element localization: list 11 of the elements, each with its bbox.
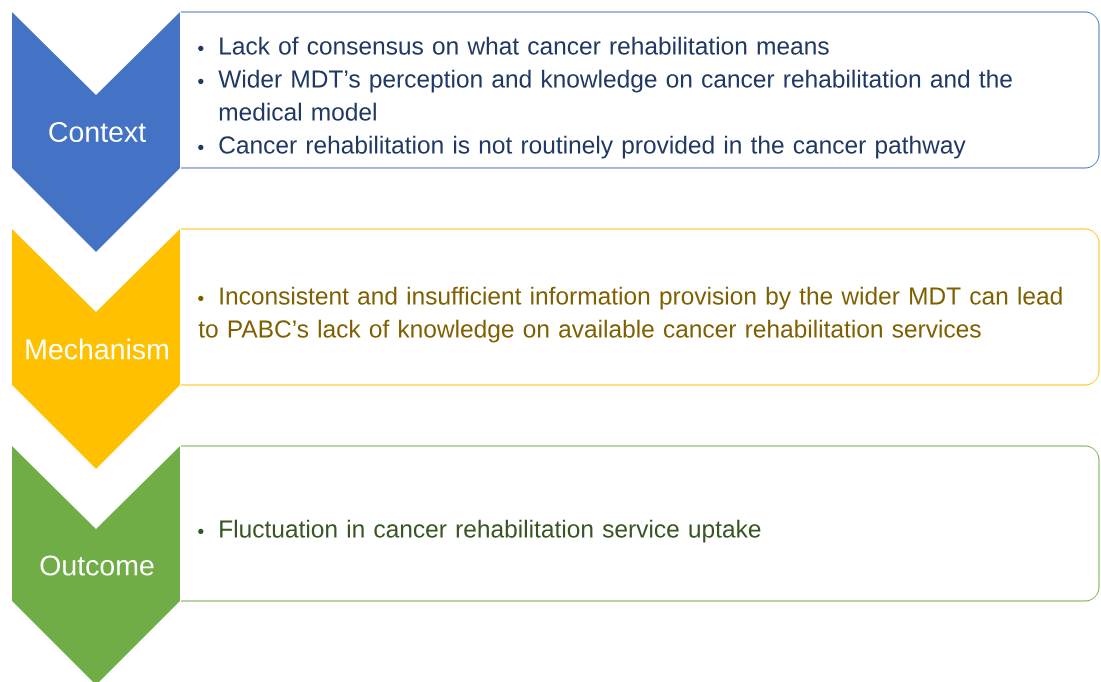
bullet-box: Lack of consensus on what cancer rehabilitation means Wider MDT’s perception and knowledge on cancer rehabilitation and the medical model Cancer rehabilitation is not routinely provided in the cancer pathway	[180, 11, 1100, 169]
node-label: Lack of consensus on what cancer rehabilitation means	[220, 36, 829, 55]
bullet-box: Inconsistent and insufficient information provision by the wider MDT can lead to PABC’s lack of knowledge on available cancer rehabilitation services	[180, 228, 1100, 386]
node-label: Fluctuation in cancer rehabilitation service uptake	[220, 519, 761, 543]
bullet-box: Fluctuation in cancer rehabilitation service uptake	[180, 445, 1100, 602]
node-label: Inconsistent and insufficient information provision by the wider MDT can lead to PABC’s lack of knowledge on available cancer rehabilitation services	[198, 286, 1062, 343]
node-label: Cancer rehabilitation is not routinely provided in the cancer pathway	[219, 135, 966, 159]
stage-banner: Mechanism	[12, 229, 180, 469]
node-label: Wider MDT’s perception and knowledge on cancer rehabilitation and the medical model	[218, 69, 1012, 121]
stage-banner: Context	[12, 12, 180, 252]
stage-banner: Outcome	[12, 446, 180, 682]
